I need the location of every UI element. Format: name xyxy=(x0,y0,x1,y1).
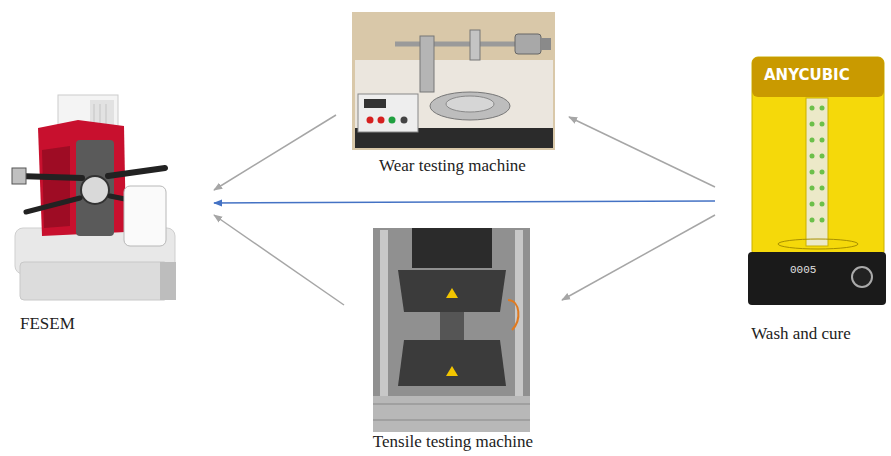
node-caption: Wash and cure xyxy=(715,324,887,344)
fesem-picture xyxy=(12,95,176,300)
display-reading: 0005 xyxy=(790,264,816,276)
flow-arrow xyxy=(214,201,715,203)
equipment-node: Tensile testing machine xyxy=(344,226,562,452)
equipment-node: Wash and cure xyxy=(715,52,887,344)
node-caption: FESEM xyxy=(4,314,214,334)
flow-arrow xyxy=(562,215,715,300)
equipment-node: FESEM xyxy=(4,88,214,334)
brand-label: ANYCUBIC xyxy=(764,66,850,84)
wash-and-cure-picture xyxy=(748,57,886,305)
flow-arrow xyxy=(214,215,344,305)
node-caption: Wear testing machine xyxy=(336,156,569,176)
wear-tester-picture xyxy=(352,12,555,150)
tensile-tester-picture xyxy=(373,228,530,432)
flow-arrow xyxy=(214,115,336,190)
node-caption: Tensile testing machine xyxy=(344,432,562,452)
equipment-node: Wear testing machine xyxy=(336,10,569,176)
flow-arrow xyxy=(569,117,715,187)
